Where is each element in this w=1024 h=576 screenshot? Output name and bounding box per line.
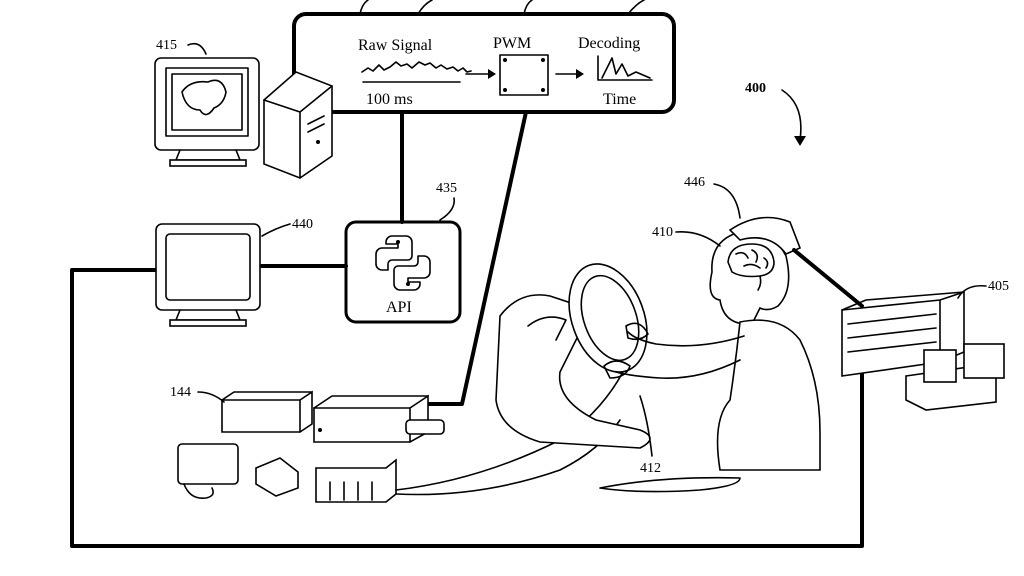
pwm-chip xyxy=(499,54,549,96)
leader-144 xyxy=(197,391,225,403)
monitor-bezel xyxy=(155,223,261,311)
crt-screen xyxy=(165,67,249,137)
pipeline-frame xyxy=(292,12,676,114)
ref-410: 410 xyxy=(652,225,673,240)
waveform-blob xyxy=(181,79,227,116)
subject-arm-lower xyxy=(615,359,741,379)
ref-412: 412 xyxy=(640,461,661,476)
decoding-axes xyxy=(597,55,653,81)
ref-405: 405 xyxy=(988,279,1009,294)
raw-signal-wave xyxy=(361,61,472,73)
helmet-446 xyxy=(728,216,802,255)
decoding-trace xyxy=(601,57,651,79)
leader-412 xyxy=(639,395,653,457)
crt-monitor xyxy=(154,57,260,151)
rig-module-d xyxy=(255,457,299,497)
loop-cable xyxy=(70,268,864,548)
monitor-base xyxy=(169,159,247,167)
figure-arrowhead xyxy=(794,136,806,146)
computer-415 xyxy=(154,57,333,179)
rig-module-e xyxy=(315,458,397,503)
leader-440 xyxy=(261,223,291,237)
rig-led xyxy=(318,428,322,432)
pwm-pin xyxy=(503,58,507,62)
figure-number: 400 xyxy=(745,81,766,96)
amplifier-405 xyxy=(841,290,1005,411)
hardware-rig-144 xyxy=(177,390,445,503)
leader-pwm xyxy=(523,0,533,15)
subject-hand xyxy=(603,360,631,379)
signal-pipeline-box: Raw Signal 100 ms PWM Decoding Time xyxy=(292,0,676,114)
tower-button xyxy=(316,140,320,144)
rig-cable-c xyxy=(183,483,214,500)
decoding-label: Decoding xyxy=(578,35,640,52)
ref-446: 446 xyxy=(684,175,705,190)
python-logo-icon xyxy=(375,235,431,291)
amplifier-row xyxy=(847,327,937,339)
rig-module-c xyxy=(177,443,239,485)
time-label: Time xyxy=(603,91,636,108)
tower-slot xyxy=(307,123,325,133)
rig-box-a xyxy=(221,390,313,433)
leader-435 xyxy=(439,197,456,221)
monitor-screen xyxy=(165,233,251,301)
subject-410 xyxy=(599,230,821,493)
leader-415 xyxy=(187,42,207,55)
leader-mid xyxy=(417,0,433,15)
steering-wheel-icon xyxy=(568,263,648,373)
pc-tower xyxy=(263,71,333,179)
amplifier-module xyxy=(923,349,957,383)
api-label: API xyxy=(386,299,412,316)
rig-box-a-edges xyxy=(221,391,313,433)
leader-405 xyxy=(957,284,987,299)
pwm-pin xyxy=(503,88,507,92)
amplifier-row xyxy=(847,341,937,353)
brain-icon xyxy=(727,243,775,291)
amplifier-row xyxy=(847,313,937,325)
ref-440: 440 xyxy=(292,217,313,232)
pwm-label: PWM xyxy=(493,35,531,52)
pwm-pin xyxy=(541,58,545,62)
crt-inner xyxy=(171,73,243,131)
car-seat xyxy=(495,294,651,449)
wheel-inner xyxy=(580,274,640,362)
arrowhead-decoding xyxy=(576,69,584,79)
leader-decode xyxy=(627,0,645,15)
ref-144: 144 xyxy=(170,385,191,400)
ref-415: 415 xyxy=(156,38,177,53)
subject-legs xyxy=(599,476,741,493)
monitor-base xyxy=(169,319,247,327)
api-box xyxy=(344,220,462,324)
leader-raw xyxy=(359,0,369,15)
leader-410 xyxy=(675,230,721,247)
monitor-stand xyxy=(175,309,241,321)
subject-arm-upper xyxy=(627,331,745,347)
tower-slot xyxy=(307,115,325,125)
rig-connector xyxy=(405,419,445,435)
pipeline-to-rig-link xyxy=(418,110,528,406)
raw-signal-label: Raw Signal xyxy=(358,37,433,54)
monitor-stand xyxy=(175,149,241,161)
ref-435: 435 xyxy=(436,181,457,196)
arrowhead-pwm xyxy=(488,69,496,79)
pc-tower-edges xyxy=(263,85,333,179)
subject-torso xyxy=(716,319,821,471)
subject-hand-2 xyxy=(625,322,649,341)
figure-arrow xyxy=(781,89,802,141)
api-processor: API xyxy=(344,220,462,324)
time-scale-label: 100 ms xyxy=(366,91,413,108)
helmet-to-amplifier-link xyxy=(792,248,864,308)
seat-shell xyxy=(495,294,651,449)
rig-box-b xyxy=(313,394,429,443)
pwm-pin xyxy=(541,88,545,92)
monitor-440 xyxy=(155,223,261,327)
seat-headrest xyxy=(527,316,567,341)
leader-446 xyxy=(713,183,741,219)
amplifier-module-2 xyxy=(963,343,1005,379)
